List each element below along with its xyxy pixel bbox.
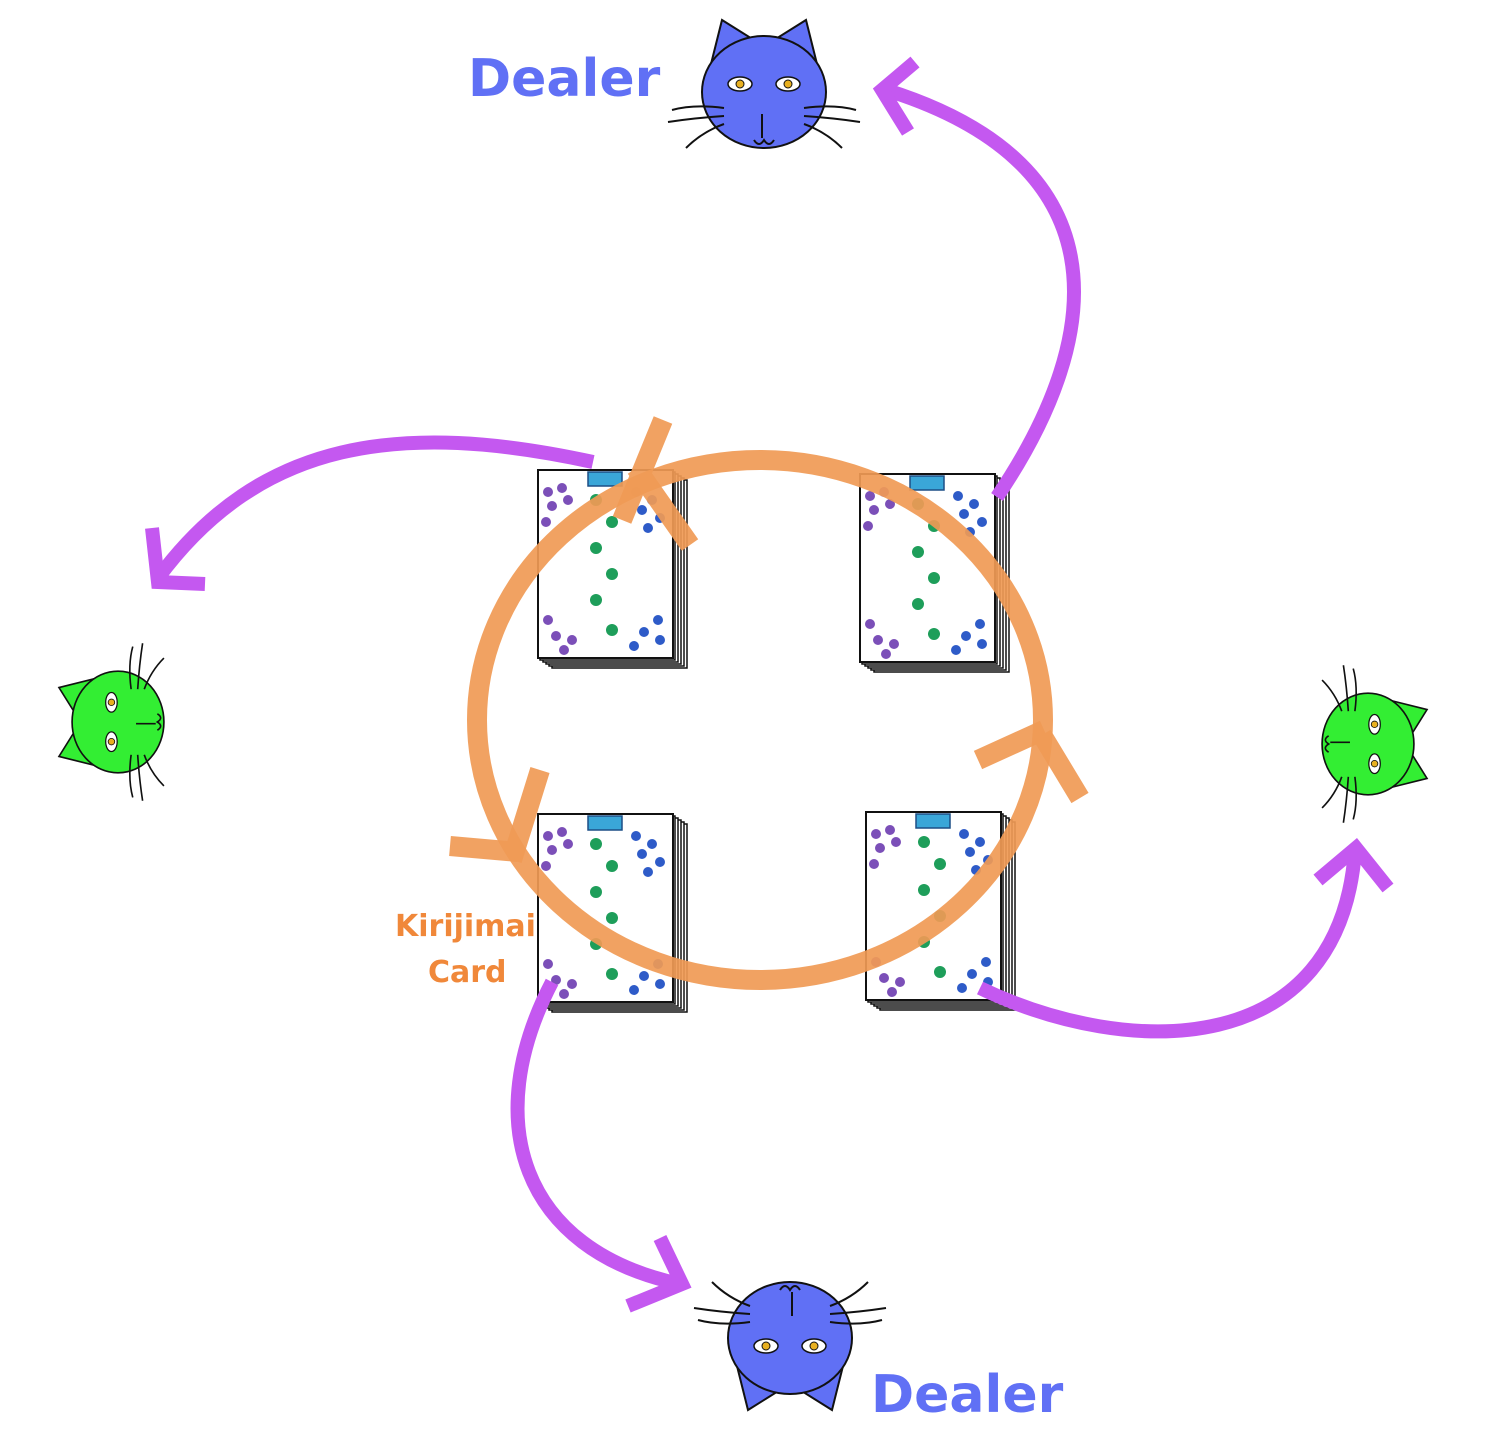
deal-arrow-bottom — [510, 978, 682, 1291]
deal-arrow-top — [877, 81, 1081, 501]
deal-arrow-right — [976, 849, 1362, 1039]
kirijimai-label-line1: Kirijimai — [395, 909, 536, 944]
deal-arrowhead-right — [1313, 838, 1394, 893]
deal-arrowhead-left — [145, 527, 206, 591]
cat-face-icon-player-right — [1321, 664, 1428, 824]
dealer-label-top: Dealer — [468, 49, 661, 109]
deal-arrow-left — [152, 435, 595, 583]
cat-face-icon-dealer-bottom — [693, 1281, 887, 1411]
deal-arrowhead-top — [872, 56, 920, 136]
rotation-circle-arrow — [449, 416, 1089, 990]
dealer-label-bottom: Dealer — [871, 1365, 1064, 1425]
cat-face-icon-dealer-top — [667, 19, 861, 149]
deal-arrows — [145, 56, 1394, 1313]
cat-face-icon-player-left — [58, 642, 165, 802]
deal-arrowhead-bottom — [625, 1234, 692, 1313]
kirijimai-label-line2: Card — [428, 955, 507, 990]
